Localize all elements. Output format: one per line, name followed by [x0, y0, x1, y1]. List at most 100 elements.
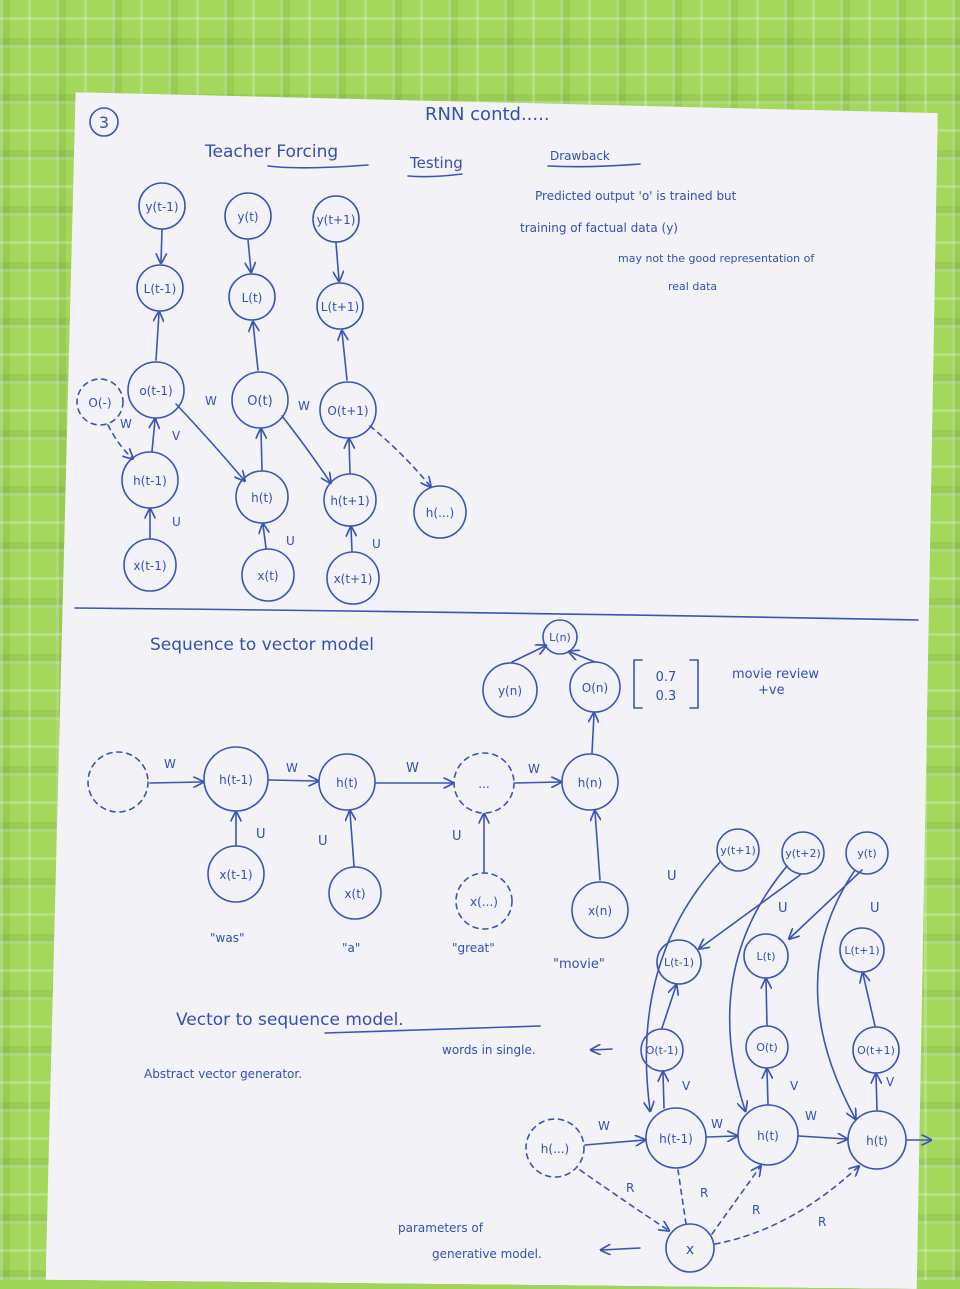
tf-h-node: h(t+1) [323, 473, 377, 527]
tf-x-node: x(t) [241, 548, 295, 602]
tf-h-label: h(t+1) [330, 494, 369, 508]
s2v-h-label: h(t) [336, 776, 358, 790]
vec-to-seq-underline [324, 1025, 541, 1034]
s2v-w-label: W [286, 761, 298, 775]
page-title: RNN contd..... [425, 104, 550, 125]
v2s-h-node: h(t-1) [645, 1107, 707, 1169]
tf-u-label: U [372, 537, 381, 551]
v2s-v-label: V [886, 1075, 895, 1089]
seq-to-vec-heading: Sequence to vector model [150, 635, 374, 655]
s2v-w-label: W [406, 761, 419, 776]
s2v-h-label: h(n) [578, 776, 603, 790]
tf-l-node: L(t) [228, 273, 276, 321]
movie-review-label: movie review [732, 667, 819, 682]
v2s-l-node: L(t-1) [656, 939, 702, 985]
v2s-v-label: V [790, 1079, 799, 1093]
tf-h-node: h(...) [413, 485, 467, 539]
v2s-r-label: R [700, 1186, 708, 1200]
drawback-line-1: Predicted output 'o' is trained but [535, 189, 737, 203]
v2s-y-label: y(t) [857, 847, 876, 860]
words-arrow [592, 1049, 613, 1050]
tf-x-label: x(t) [257, 569, 278, 583]
s2v-x-label: x(t) [344, 887, 365, 901]
tf-x-node: x(t-1) [123, 538, 177, 592]
s2v-u-label: U [256, 827, 266, 842]
tf-h-label: h(...) [426, 506, 454, 520]
tf-u-label: U [286, 534, 295, 548]
tf-h-label: h(t-1) [133, 474, 167, 488]
drawback-line-4: real data [668, 280, 717, 293]
tf-arrows [107, 229, 430, 552]
s2v-o-node: O(n) [569, 661, 621, 713]
tf-o-prev-label: O(-) [88, 396, 111, 410]
v2s-r-label: R [818, 1215, 826, 1229]
s2v-h-node: ... [453, 752, 515, 814]
s2v-h-node: h(t) [318, 753, 376, 811]
v2s-u-label: U [778, 901, 788, 916]
s2v-x-label: x(t-1) [219, 868, 252, 882]
s2v-word: "was" [210, 931, 244, 945]
drawback-underline [547, 163, 641, 168]
tf-u-label: U [172, 515, 181, 529]
s2v-o-label: O(n) [582, 681, 608, 695]
v2s-x-label: x [686, 1242, 694, 1258]
drawback-line-3: may not the good representation of [618, 252, 815, 265]
s2v-x-node: x(t) [328, 866, 382, 920]
vector-value: 0.3 [656, 689, 677, 704]
s2v-h-node: h(t-1) [203, 746, 269, 812]
tf-l-label: L(t+1) [321, 300, 359, 314]
tf-o-node: o(t-1) [127, 361, 185, 419]
v2s-y-node: y(t+1) [716, 828, 760, 872]
tf-w-label: W [298, 399, 310, 413]
tf-o-label: O(t+1) [327, 404, 368, 418]
s2v-y-label: y(n) [498, 684, 522, 698]
s2v-h-label: h(t-1) [219, 773, 253, 787]
v2s-o-node: O(t+1) [852, 1026, 900, 1074]
teacher-forcing-heading: Teacher Forcing [204, 142, 338, 162]
vector-value: 0.7 [656, 670, 677, 685]
tf-o-prev-node: O(-) [76, 378, 124, 426]
v2s-y-label: y(t+1) [720, 844, 756, 857]
s2v-start-node [87, 751, 149, 813]
v2s-x-node: x [665, 1223, 715, 1273]
tf-y-node: y(t) [224, 192, 272, 240]
tf-o-node: O(t) [231, 371, 289, 429]
tf-v-label: V [172, 429, 181, 443]
s2v-word: "a" [342, 941, 360, 955]
v2s-u-label: U [870, 901, 880, 916]
v2s-l-label: L(t-1) [664, 956, 694, 969]
tf-y-label: y(t-1) [145, 200, 178, 214]
review-positive-label: +ve [758, 683, 785, 698]
tf-x-label: x(t+1) [334, 572, 373, 586]
v2s-y-node: y(t) [845, 831, 889, 875]
v2s-w-label: W [598, 1119, 610, 1133]
v2s-h-node: h(t) [847, 1110, 907, 1170]
page-number: 3 [99, 113, 109, 132]
s2v-x-label: x(...) [470, 895, 498, 909]
tf-x-label: x(t-1) [133, 559, 166, 573]
s2v-l-label: L(n) [549, 631, 571, 644]
v2s-h-label: h(t) [866, 1134, 888, 1148]
v2s-o-node: O(t) [745, 1025, 789, 1069]
v2s-l-node: L(t) [743, 933, 789, 979]
s2v-x-label: x(n) [588, 904, 612, 918]
testing-label: Testing [409, 154, 463, 172]
vector-bracket-right [689, 659, 699, 709]
v2s-l-node: L(t+1) [839, 927, 885, 973]
v2s-l-label: L(t) [756, 950, 775, 963]
s2v-word: "great" [452, 941, 495, 955]
tf-y-node: y(t-1) [138, 182, 186, 230]
tf-w-label: W [205, 394, 217, 408]
v2s-o-label: O(t-1) [646, 1044, 679, 1057]
teacher-forcing-underline [267, 164, 369, 169]
tf-o-node: O(t+1) [319, 381, 377, 439]
v2s-l-label: L(t+1) [844, 944, 879, 957]
v2s-y-node: y(t+2) [781, 831, 825, 875]
tf-w-label: W [120, 417, 132, 431]
v2s-h-label: h(...) [541, 1142, 569, 1156]
testing-underline [407, 173, 463, 178]
tf-y-label: y(t+1) [317, 213, 356, 227]
v2s-r-label: R [752, 1203, 760, 1217]
params-label-line-2: generative model. [432, 1247, 542, 1261]
